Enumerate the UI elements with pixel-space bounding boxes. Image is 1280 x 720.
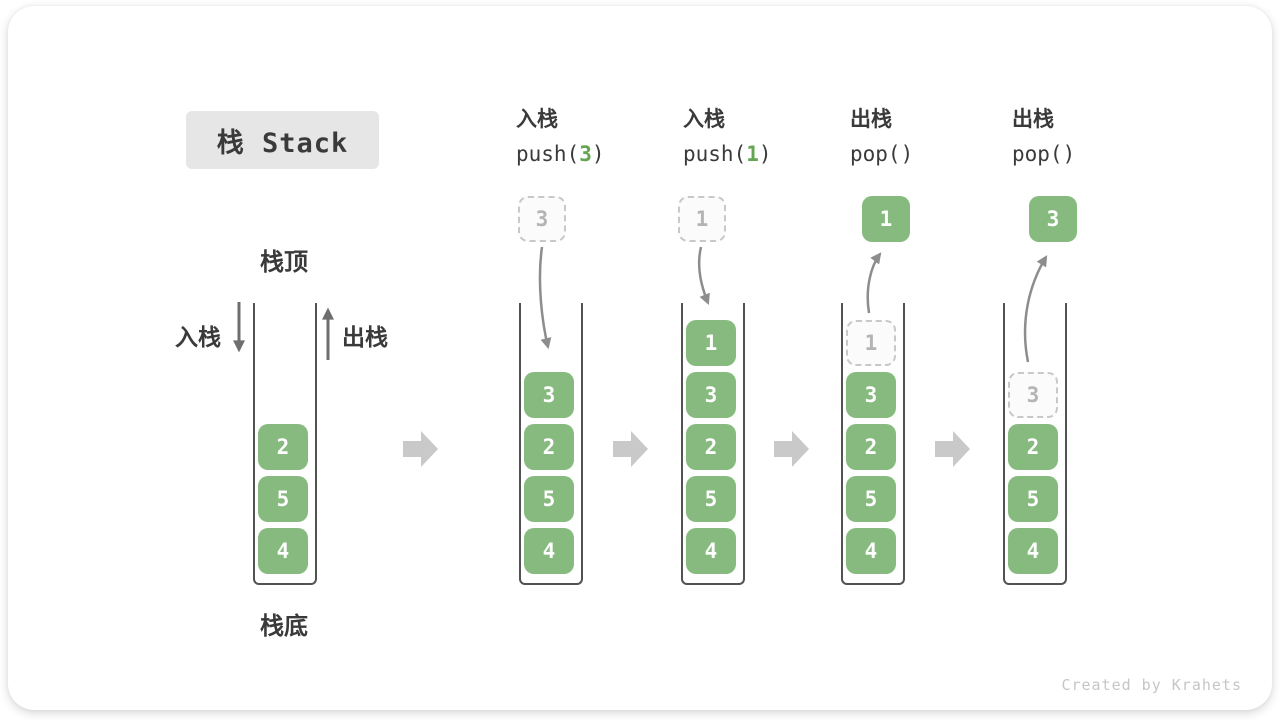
stack-cell: 2	[846, 424, 896, 470]
stack-cell: 3	[846, 372, 896, 418]
page-title: 栈 Stack	[186, 111, 379, 169]
stack-container	[681, 303, 745, 585]
stack-cell: 4	[524, 528, 574, 574]
code-arg: 3	[579, 142, 592, 166]
code-post: )	[900, 142, 914, 166]
next-step-arrow-icon	[403, 431, 438, 467]
op-label: 入栈	[516, 107, 558, 131]
stack-cell: 4	[258, 528, 308, 574]
op-label: 出栈	[850, 107, 892, 131]
stack-cell: 4	[686, 528, 736, 574]
op-header-pop1: 出栈 pop()	[850, 105, 1000, 168]
push-flow-arrow-icon	[697, 246, 710, 306]
stack-cell: 5	[686, 476, 736, 522]
code-pre: push(	[516, 142, 580, 166]
stack-cell: 3	[524, 372, 574, 418]
pushed-value-box: 3	[518, 196, 566, 242]
stack-cell: 4	[846, 528, 896, 574]
op-label: 入栈	[683, 107, 725, 131]
popped-value-box: 3	[1029, 196, 1077, 242]
stack-cell: 3	[686, 372, 736, 418]
stack-container	[253, 303, 317, 585]
stack-cell: 5	[524, 476, 574, 522]
stack-container	[841, 303, 905, 585]
ghost-cell: 1	[846, 320, 896, 366]
stack-cell: 5	[1008, 476, 1058, 522]
stack-container	[1003, 303, 1067, 585]
next-step-arrow-icon	[935, 431, 970, 467]
code-post: )	[758, 142, 772, 166]
stack-cell: 1	[686, 320, 736, 366]
stack-cell: 2	[258, 424, 308, 470]
op-code: pop()	[850, 140, 1000, 168]
code-arg: 1	[746, 142, 759, 166]
op-header-push3: 入栈 push(3)	[516, 105, 666, 168]
pop-direction-label: 出栈	[342, 325, 388, 351]
code-post: )	[1062, 142, 1076, 166]
stack-container	[519, 303, 583, 585]
next-step-arrow-icon	[613, 431, 648, 467]
stack-cell: 2	[524, 424, 574, 470]
stack-cell: 5	[258, 476, 308, 522]
page-title-text: 栈 Stack	[216, 127, 349, 159]
code-pre: pop(	[850, 142, 901, 166]
op-label: 出栈	[1012, 107, 1054, 131]
op-header-push1: 入栈 push(1)	[683, 105, 833, 168]
next-step-arrow-icon	[774, 431, 809, 467]
stack-cell: 2	[1008, 424, 1058, 470]
stack-cell: 2	[686, 424, 736, 470]
stack-cell: 5	[846, 476, 896, 522]
code-pre: push(	[683, 142, 747, 166]
code-post: )	[591, 142, 605, 166]
pushed-value-box: 1	[678, 196, 726, 242]
popped-value-box: 1	[862, 196, 910, 242]
stack-cell: 4	[1008, 528, 1058, 574]
op-code: push(1)	[683, 140, 833, 168]
stack-top-label: 栈顶	[260, 248, 308, 276]
ghost-cell: 3	[1008, 372, 1058, 418]
push-direction-label: 入栈	[175, 325, 221, 351]
op-code: pop()	[1012, 140, 1162, 168]
op-code: push(3)	[516, 140, 666, 168]
op-header-pop2: 出栈 pop()	[1012, 105, 1162, 168]
watermark: Created by Krahets	[1061, 676, 1242, 694]
code-pre: pop(	[1012, 142, 1063, 166]
stack-bottom-label: 栈底	[260, 612, 308, 640]
